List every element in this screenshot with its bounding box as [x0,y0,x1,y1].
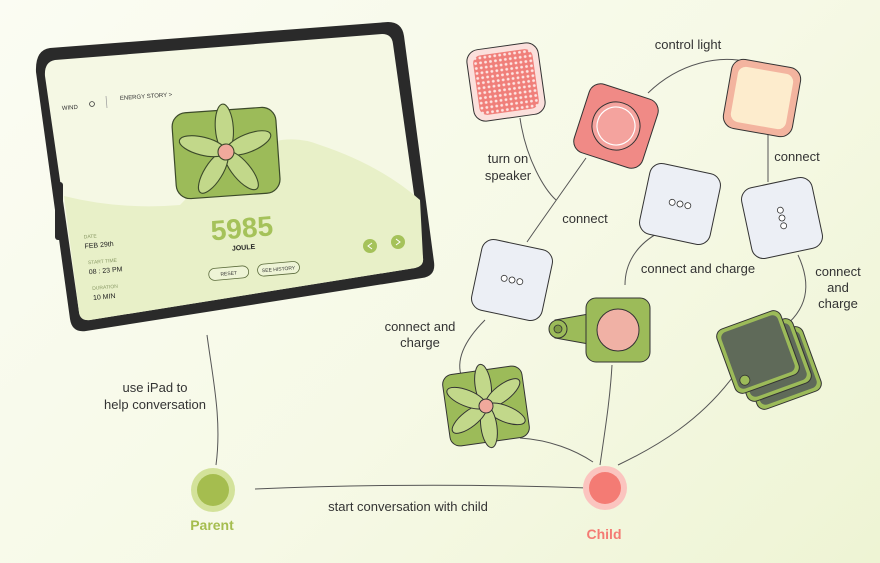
next-arrow-button[interactable] [391,235,405,249]
date-label: DATE [83,233,97,240]
connector-hub-to-module [526,157,587,243]
label-use-ipad-1: use iPad to [122,380,187,395]
label-connect-and-charge-mid: connect and charge [641,261,755,276]
child-label: Child [587,526,622,542]
connector-module-middle [639,163,721,245]
parent-node [191,468,235,512]
label-turn-on-speaker-1: turn on [488,151,528,166]
label-start-conversation: start conversation with child [328,499,488,514]
label-connect-b: connect [774,149,820,164]
child-node [583,466,627,510]
energy-unit: JOULE [232,244,256,253]
see-history-button[interactable] [257,261,300,277]
ipad-device: WIND ENERGY STORY > DATE FEB 29th START … [35,22,435,332]
start-time-label: START TIME [88,258,118,267]
label-use-ipad-2: help conversation [104,397,206,412]
next-arrow-icon [395,238,401,246]
date-value: FEB 29th [84,241,114,251]
stacked-cards [716,310,822,410]
label-connect-and-charge-right-3: charge [818,296,858,311]
hub-button-module [573,83,659,169]
connectors [206,59,807,490]
duration-label: DURATION [92,284,119,292]
label-turn-on-speaker-2: speaker [485,168,532,183]
connector-fan-to-child [519,437,594,463]
windmill-device [442,363,530,449]
label-connect-and-charge-left-1: connect and [385,319,456,334]
reset-button-label: RESET [220,270,237,277]
connector-ipad-parent [206,334,219,466]
tab-wind[interactable]: WIND [62,105,79,112]
ipad-windmill [171,103,281,200]
prev-arrow-icon [367,242,373,250]
duration-value: 10 MIN [93,293,116,302]
label-connect-and-charge-right-2: and [827,280,849,295]
connector-module-to-charger [624,231,661,286]
light-module [722,58,802,138]
energy-value: 5985 [209,210,274,246]
speaker-module [466,42,546,122]
prev-arrow-button[interactable] [363,239,377,253]
reset-button[interactable] [208,265,250,281]
edge-labels: control light turn on speaker connect co… [104,37,861,514]
connector-module-right [741,177,823,259]
see-history-button-label: SEE HISTORY [262,265,296,274]
location-icon [89,101,95,107]
label-connect-a: connect [562,211,608,226]
connector-charger-to-child [599,364,613,466]
connector-cards-to-child [617,377,733,466]
connector-parent-child [254,484,589,490]
parent-label: Parent [190,517,234,533]
connector-module-left [471,239,553,321]
label-control-light: control light [655,37,722,52]
tab-energy-story[interactable]: ENERGY STORY > [120,92,173,102]
label-connect-and-charge-right-1: connect [815,264,861,279]
label-connect-and-charge-left-2: charge [400,335,440,350]
connector-speaker-to-hub [519,117,557,201]
start-time-value: 08 : 23 PM [89,266,124,276]
charger-device [548,297,651,363]
ipad-side-button [55,182,63,240]
